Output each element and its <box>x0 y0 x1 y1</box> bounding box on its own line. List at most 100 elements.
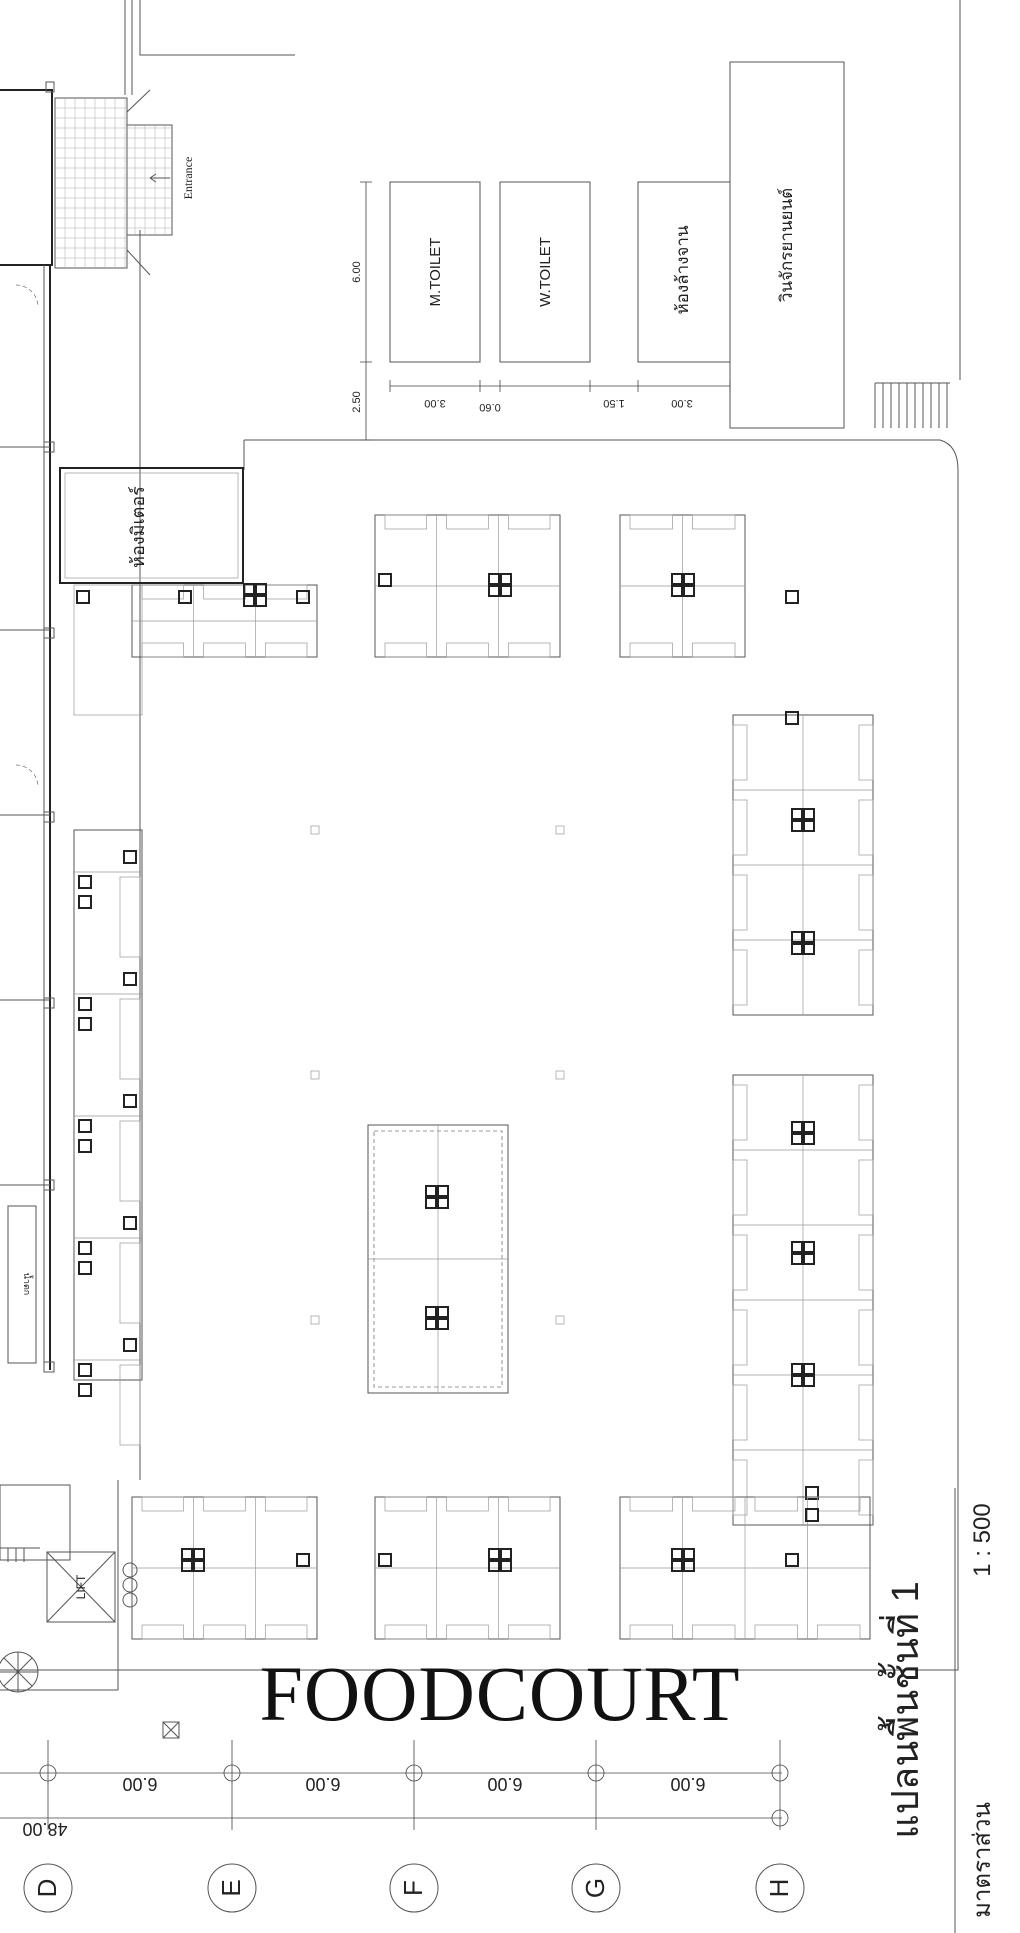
kiosk-counter <box>692 514 736 530</box>
kiosk-counter <box>732 1309 748 1366</box>
table-single <box>805 1486 819 1500</box>
kiosk-counter <box>732 1234 748 1291</box>
table-single <box>78 1383 92 1397</box>
table-seat <box>791 1121 803 1133</box>
table-single <box>785 711 799 725</box>
kiosk-counter <box>732 724 748 781</box>
table-single <box>123 1338 137 1352</box>
kiosk-block <box>374 1496 561 1640</box>
axis-bubble <box>571 1863 621 1913</box>
table-seat <box>255 583 267 595</box>
lift-label: LIFT <box>74 1574 88 1599</box>
table-single <box>296 590 310 604</box>
kiosk-counter <box>384 1496 428 1512</box>
kiosk-block <box>131 1496 318 1640</box>
table-seat <box>500 573 512 585</box>
table-seat <box>803 1121 815 1133</box>
w-toilet-label: W.TOILET <box>537 237 554 307</box>
kiosk-block <box>619 1496 871 1640</box>
table-single <box>123 1094 137 1108</box>
axis-marker <box>39 1764 57 1782</box>
table-single <box>123 972 137 986</box>
table-single <box>378 1553 392 1567</box>
table-seat <box>671 573 683 585</box>
tree-symbol <box>0 1651 180 1739</box>
m-toilet-label: M.TOILET <box>427 238 444 307</box>
kiosk-counter <box>858 1084 874 1141</box>
table-seat <box>437 1197 449 1209</box>
axis-label: D <box>32 1879 62 1898</box>
kiosk-counter <box>732 1384 748 1441</box>
left-kiosk-column <box>73 829 143 1446</box>
dim-bay-label: 6.00 <box>305 1774 340 1794</box>
table-seat <box>803 1253 815 1265</box>
table-seat <box>181 1548 193 1560</box>
column-marker <box>310 1070 320 1080</box>
table-seat <box>500 1560 512 1572</box>
kiosk-counter <box>858 1234 874 1291</box>
table-seat <box>437 1185 449 1197</box>
kiosk-counter <box>384 1624 428 1640</box>
table-seat <box>437 1306 449 1318</box>
kiosk-outline <box>73 829 143 1381</box>
kiosk-counter <box>732 1459 748 1516</box>
table-cluster <box>181 1548 205 1572</box>
kiosk-block <box>374 514 561 658</box>
table-single <box>123 1216 137 1230</box>
table-seat <box>193 1548 205 1560</box>
kiosk-counter <box>507 1496 551 1512</box>
kiosk-counter <box>446 642 489 658</box>
table-single <box>76 590 90 604</box>
kiosk-counter <box>203 642 246 658</box>
axis-label: E <box>216 1879 246 1896</box>
kiosk-counter <box>858 949 874 1006</box>
kiosk-counter <box>119 1364 141 1446</box>
kiosk-counter <box>507 514 551 530</box>
table-seat <box>803 820 815 832</box>
waterfall-label: น้ำตก <box>22 1273 34 1296</box>
column-marker <box>310 1315 320 1325</box>
table-cluster <box>791 808 815 832</box>
plan-title: FOODCOURT <box>259 1650 741 1737</box>
left-wall <box>0 0 133 1373</box>
kiosk-counter <box>629 1624 673 1640</box>
axis-bubble <box>755 1863 805 1913</box>
table-cluster <box>425 1185 449 1209</box>
dim-bay-label: 6.00 <box>487 1774 522 1794</box>
table-single <box>78 1119 92 1133</box>
dim-toilet-depth: 6.00 <box>351 261 363 282</box>
column-marker <box>555 1070 565 1080</box>
kiosk-counter <box>141 584 185 600</box>
kiosk-counter <box>817 1624 861 1640</box>
table-seat <box>243 595 255 607</box>
table-seat <box>791 820 803 832</box>
table-seat <box>683 573 695 585</box>
waterfall-feature <box>7 1205 37 1364</box>
axis-marker <box>405 1764 423 1782</box>
table-seat <box>803 1363 815 1375</box>
table-cluster <box>425 1306 449 1330</box>
table-cluster <box>791 1121 815 1145</box>
kiosk-counter <box>629 1496 673 1512</box>
axis-marker <box>771 1764 789 1782</box>
table-seat <box>791 1133 803 1145</box>
table-single <box>78 997 92 1011</box>
table-seat <box>683 585 695 597</box>
lift-core <box>0 1484 138 1691</box>
kiosk-counter <box>732 949 748 1006</box>
motorcycle-parking-label: วินจักรยานยนต์ <box>777 188 796 303</box>
kiosk-counter <box>119 876 141 958</box>
table-seat <box>671 1548 683 1560</box>
table-single <box>785 590 799 604</box>
kiosk-counter <box>732 874 748 931</box>
table-seat <box>488 1548 500 1560</box>
kiosk-counter <box>119 1120 141 1202</box>
table-seat <box>425 1306 437 1318</box>
kiosk-counter <box>732 1084 748 1141</box>
kiosk-counter <box>754 1496 798 1512</box>
kiosk-counter <box>446 514 489 530</box>
table-single <box>785 1553 799 1567</box>
kiosk-counter <box>203 1624 246 1640</box>
table-seat <box>803 1133 815 1145</box>
